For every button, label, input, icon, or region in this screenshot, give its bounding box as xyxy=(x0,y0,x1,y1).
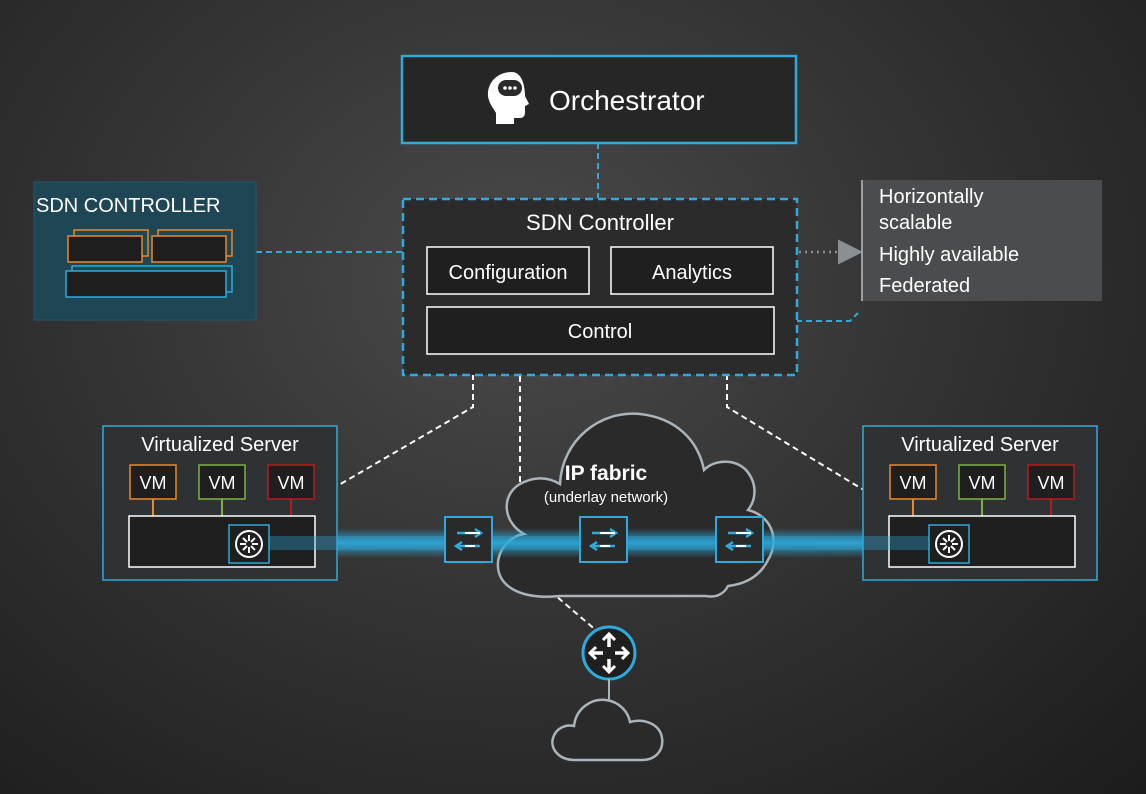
vm-label: VM xyxy=(209,473,236,493)
fabric-switch-icon[interactable] xyxy=(444,516,493,563)
configuration-label: Configuration xyxy=(449,262,568,284)
gateway-router-icon[interactable] xyxy=(581,625,637,681)
property-highly-available: Highly available xyxy=(879,244,1019,266)
control-module[interactable]: Control xyxy=(426,306,775,355)
left-virtualized-server[interactable]: Virtualized Server VM VM VM xyxy=(102,425,338,581)
right-server-title: Virtualized Server xyxy=(901,434,1059,456)
right-vrouter-icon[interactable] xyxy=(928,524,970,564)
sdn-controller-box[interactable]: SDN Controller Configuration Analytics C… xyxy=(401,197,799,377)
external-cloud-icon xyxy=(551,698,664,762)
configuration-module[interactable]: Configuration xyxy=(426,246,590,295)
right-vm-1[interactable]: VM xyxy=(889,464,937,516)
left-host-bar xyxy=(128,515,316,568)
vm-label: VM xyxy=(1038,473,1065,493)
property-scalable: scalable xyxy=(879,212,952,234)
property-federated: Federated xyxy=(879,275,970,297)
left-vm-2[interactable]: VM xyxy=(198,464,246,516)
analytics-label: Analytics xyxy=(652,262,732,284)
control-to-left-vrouter-link xyxy=(257,354,474,533)
right-vm-3[interactable]: VM xyxy=(1027,464,1075,516)
analytics-module[interactable]: Analytics xyxy=(610,246,774,295)
left-server-title: Virtualized Server xyxy=(141,434,299,456)
sdn-controller-thumbnail[interactable]: SDN CONTROLLER xyxy=(33,181,257,321)
control-label: Control xyxy=(568,321,632,343)
fabric-switch-icon[interactable] xyxy=(715,516,764,563)
thumbnail-module-icons xyxy=(65,229,233,298)
controller-title: SDN Controller xyxy=(526,210,674,235)
vm-label: VM xyxy=(900,473,927,493)
property-horizontally: Horizontally xyxy=(879,186,983,208)
thumbnail-label: SDN CONTROLLER xyxy=(36,195,220,217)
properties-panel: Horizontally scalable Highly available F… xyxy=(861,180,1102,301)
gateway-link-lower xyxy=(519,564,599,633)
orchestrator-label: Orchestrator xyxy=(549,85,705,116)
fabric-switch-icon[interactable] xyxy=(579,516,628,563)
left-vm-1[interactable]: VM xyxy=(129,464,177,516)
right-vm-2[interactable]: VM xyxy=(958,464,1006,516)
right-virtualized-server[interactable]: Virtualized Server VM VM VM xyxy=(862,425,1098,581)
control-to-properties-link xyxy=(776,312,859,322)
right-host-bar xyxy=(888,515,1076,568)
head-chat-icon xyxy=(487,72,529,124)
vm-label: VM xyxy=(140,473,167,493)
vm-label: VM xyxy=(278,473,305,493)
orchestrator-box[interactable]: Orchestrator xyxy=(400,54,798,145)
fabric-subtitle: (underlay network) xyxy=(544,489,668,506)
fabric-title: IP fabric xyxy=(565,462,648,485)
ip-fabric-cloud[interactable]: IP fabric (underlay network) xyxy=(496,412,775,598)
left-vrouter-icon[interactable] xyxy=(228,524,270,564)
vm-label: VM xyxy=(969,473,996,493)
left-vm-3[interactable]: VM xyxy=(267,464,315,516)
